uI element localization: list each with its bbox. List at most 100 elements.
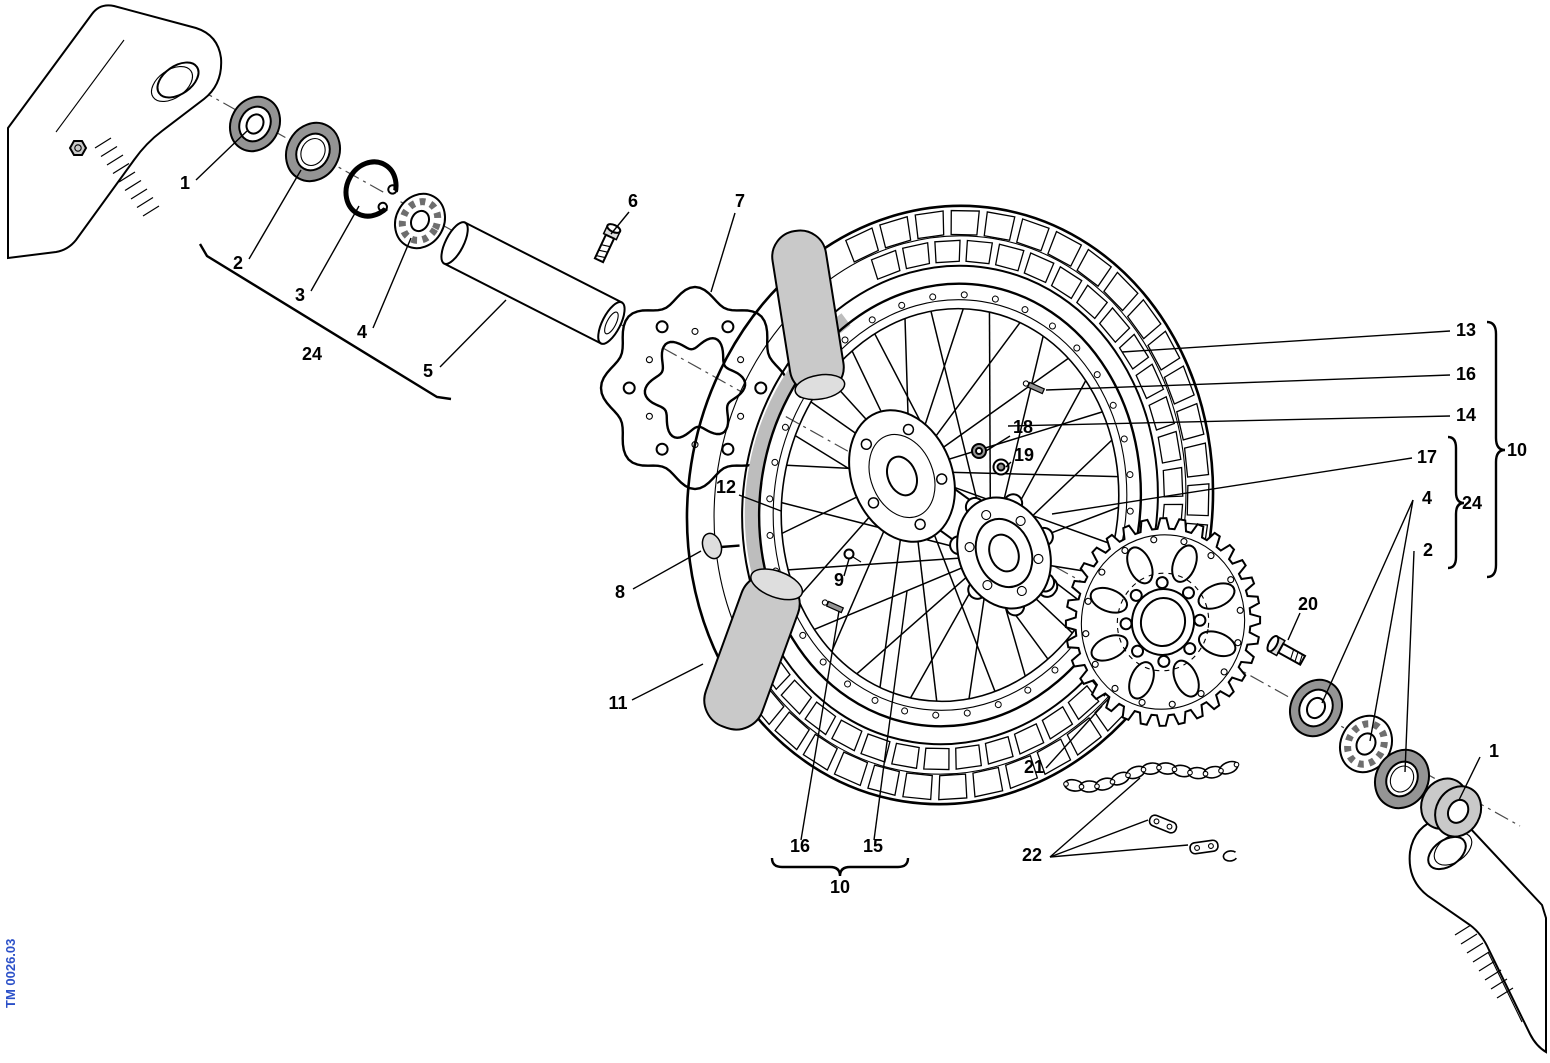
tire-knob <box>923 747 950 771</box>
tire-knob <box>1036 738 1072 776</box>
chain-pin <box>1109 779 1116 785</box>
part-label-24-right: 24 <box>1462 493 1482 513</box>
sprocket-center-hole <box>1130 588 1196 656</box>
bearing-right-inner <box>1289 678 1343 738</box>
sprocket-cutout <box>1197 630 1237 658</box>
spoke-nipple <box>991 295 999 303</box>
spoke-nipple-part-bottom <box>821 599 845 614</box>
part-label-7: 7 <box>735 191 745 211</box>
sprocket-bolt-hole <box>1131 644 1145 658</box>
spoke-nipple <box>771 458 779 466</box>
tire-knob <box>965 239 994 265</box>
disc-hole <box>721 442 735 456</box>
sprocket-bolt-hole <box>1181 586 1195 600</box>
sprocket-hole <box>1150 536 1158 544</box>
adjuster-nut <box>68 140 88 156</box>
sprocket-bore <box>1139 597 1187 647</box>
chain-link-loose <box>1189 839 1219 855</box>
swingarm-left <box>7 4 223 260</box>
part-label-3: 3 <box>295 285 305 305</box>
spoke-nipple <box>766 495 774 503</box>
tire-knob <box>1004 754 1039 790</box>
hatch-line <box>136 196 154 209</box>
spoke-nipple <box>1021 306 1029 314</box>
part-label-6: 6 <box>628 191 638 211</box>
spoke-nipple <box>963 709 971 717</box>
tire-knob <box>950 209 980 236</box>
swingarm-edge-line <box>55 39 125 133</box>
hatch-line <box>1478 960 1496 972</box>
swingarm-edge-line <box>1487 951 1523 1023</box>
rim-inner-edge <box>780 307 1120 703</box>
disc-hole-small <box>645 412 653 420</box>
disc-hole <box>655 320 669 334</box>
tire-knob <box>1135 363 1165 400</box>
swingarm-right-hatching <box>1454 924 1514 999</box>
chain-master-link <box>1148 814 1178 834</box>
tire-knob <box>1183 442 1210 478</box>
sprocket-cutout <box>1089 586 1129 614</box>
tire-knob <box>867 764 901 797</box>
tire-knob <box>1050 265 1083 300</box>
tire-knob <box>955 744 983 770</box>
sprocket-cutout <box>1172 659 1200 698</box>
sprocket-hole <box>1180 538 1188 546</box>
washer-19 <box>992 458 1010 476</box>
disc-hole-small <box>691 327 699 335</box>
ball-bearing-left <box>394 192 446 250</box>
chain-segment <box>1063 760 1240 793</box>
axle-centerline <box>149 61 1521 827</box>
chain-link <box>1218 760 1239 775</box>
axle-slot <box>156 61 200 99</box>
disc-hole <box>622 381 636 395</box>
cap-8 <box>701 532 740 560</box>
sprocket-bolt-hole <box>1157 654 1171 668</box>
tire-knob <box>1041 705 1074 740</box>
chain-pin <box>1078 783 1085 790</box>
tire-knob <box>1023 252 1055 284</box>
spoke-nipple <box>1120 435 1128 443</box>
axle-slot <box>1427 835 1467 871</box>
hub-brake-flange <box>848 409 956 543</box>
part-label-8: 8 <box>615 582 625 602</box>
tire-knob <box>780 679 813 715</box>
tire-knob <box>1075 284 1109 320</box>
hatch-line <box>1466 942 1484 954</box>
sprocket-hole <box>1121 546 1129 555</box>
tire-knob <box>1066 717 1103 757</box>
part-label-16-right: 16 <box>1456 364 1476 384</box>
tire-knob <box>972 766 1004 798</box>
sprocket-hole <box>1220 668 1228 676</box>
tire-knob <box>1126 298 1162 340</box>
hatch-line <box>94 137 112 149</box>
tire-section-top <box>771 229 846 401</box>
chain-pin <box>1218 767 1224 774</box>
group-brackets <box>198 243 1506 877</box>
part-label-4-right: 4 <box>1422 488 1432 508</box>
part-label-10-right: 10 <box>1507 440 1527 460</box>
nipple-9 <box>843 548 862 563</box>
part-labels: 1 2 3 4 24 5 6 7 8 9 11 12 18 19 13 16 1… <box>180 173 1527 897</box>
spoke-nipple <box>1126 471 1134 479</box>
spoke-nut-18 <box>971 443 987 459</box>
tire-knob <box>1148 395 1176 431</box>
part-label-20: 20 <box>1298 594 1318 614</box>
tire-knob <box>774 711 811 751</box>
hatch-line <box>142 205 160 217</box>
tire-knob <box>831 719 863 752</box>
tire-knob <box>983 211 1016 242</box>
tire-knob <box>1162 466 1184 498</box>
swingarm-right <box>1408 816 1547 1054</box>
spoke-nipple <box>1051 666 1059 674</box>
part-label-19: 19 <box>1014 445 1034 465</box>
sprocket-hole <box>1091 660 1099 668</box>
hatch-line <box>1496 987 1514 999</box>
tire-knob <box>833 751 869 787</box>
tire-knob <box>1157 430 1182 464</box>
part-label-2-left: 2 <box>233 253 243 273</box>
tire-knob <box>1103 271 1139 312</box>
part-label-5: 5 <box>423 361 433 381</box>
spoke-nipple <box>844 680 852 688</box>
chain-pin <box>1063 781 1069 787</box>
